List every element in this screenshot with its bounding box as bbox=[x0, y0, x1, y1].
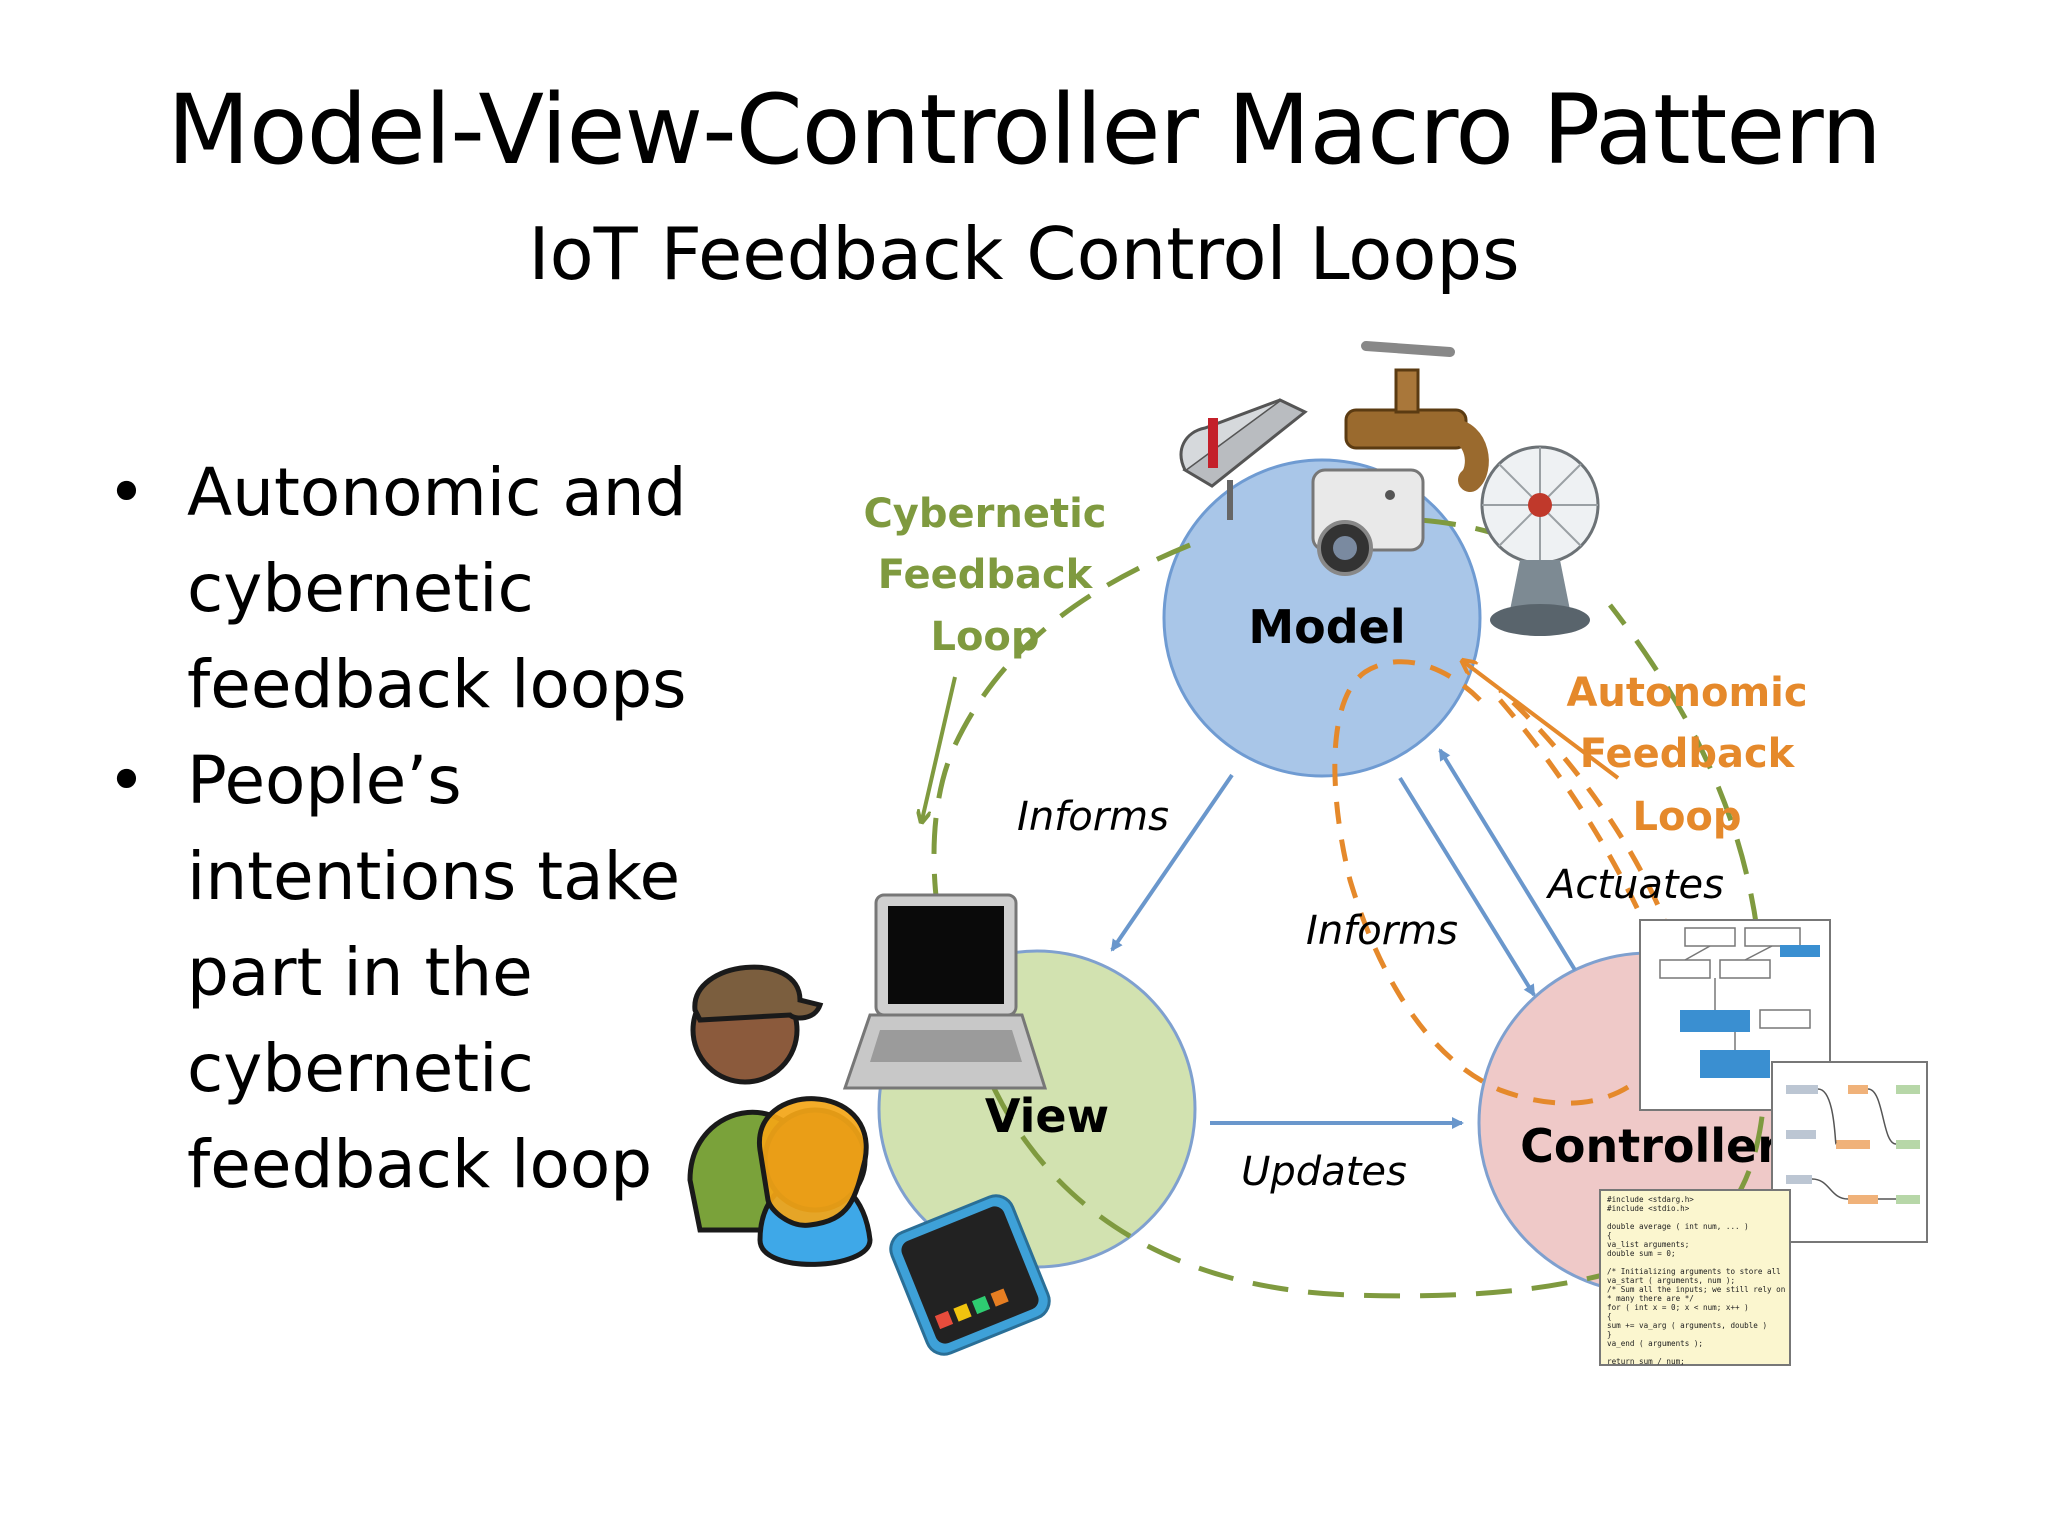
bullet-dot-icon: • bbox=[107, 742, 146, 819]
bullet-line: cybernetic bbox=[187, 1030, 534, 1107]
model-informs-controller-arrow bbox=[1398, 776, 1536, 997]
bullet-list: • Autonomic and cybernetic feedback loop… bbox=[105, 445, 725, 1213]
cybernetic-loop-label-line: Feedback bbox=[878, 552, 1094, 598]
code-line: } bbox=[1607, 1330, 1612, 1339]
cybernetic-loop-label-line: Cybernetic bbox=[863, 491, 1106, 537]
controller-actuates-model-arrow bbox=[1438, 748, 1577, 972]
autonomic-loop-label-line: Feedback bbox=[1580, 731, 1796, 777]
edge-label-actuates: Actuates bbox=[1545, 862, 1724, 908]
code-line: va_start ( arguments, num ); bbox=[1607, 1276, 1735, 1285]
edge-label-informs-view: Informs bbox=[1017, 794, 1169, 840]
bullet-line: part in the bbox=[187, 934, 533, 1011]
code-line: * many there are */ bbox=[1607, 1294, 1694, 1303]
autonomic-loop-label-line: Autonomic bbox=[1566, 670, 1807, 716]
mailbox-icon bbox=[1179, 398, 1308, 520]
bullet-line: Autonomic and bbox=[187, 454, 687, 531]
bullet-line: cybernetic bbox=[187, 550, 534, 627]
edge-label-updates: Updates bbox=[1241, 1149, 1407, 1195]
bullet-line: feedback loop bbox=[187, 1126, 653, 1203]
code-line: double sum = 0; bbox=[1607, 1249, 1676, 1258]
code-line: { bbox=[1607, 1312, 1612, 1321]
code-document-icon: #include <stdarg.h> #include <stdio.h> d… bbox=[1599, 1189, 1791, 1366]
slide-title: Model-View-Controller Macro Pattern bbox=[167, 74, 1882, 186]
code-line: { bbox=[1607, 1231, 1612, 1240]
code-line: sum += va_arg ( arguments, double ) bbox=[1607, 1321, 1767, 1330]
view-label: View bbox=[985, 1089, 1109, 1143]
autonomic-loop-label: Autonomic Feedback Loop bbox=[1566, 670, 1807, 840]
cybernetic-loop-label: Cybernetic Feedback Loop bbox=[863, 491, 1106, 660]
bullet-item-people: • People’s intentions take part in the c… bbox=[105, 733, 725, 1213]
bullet-line: intentions take bbox=[187, 838, 681, 915]
code-line: /* Initializing arguments to store all bbox=[1607, 1267, 1781, 1276]
bullet-dot-icon: • bbox=[107, 454, 146, 531]
node-graph-icon bbox=[1771, 1061, 1928, 1243]
code-line: for ( int x = 0; x < num; x++ ) bbox=[1607, 1303, 1749, 1312]
smartphone-icon bbox=[889, 1194, 1051, 1356]
code-line: return sum / num; bbox=[1607, 1357, 1685, 1366]
code-line: /* Sum all the inputs; we still rely on bbox=[1607, 1285, 1785, 1294]
code-line: double average ( int num, ... ) bbox=[1607, 1222, 1749, 1231]
code-line: #include <stdio.h> bbox=[1607, 1204, 1690, 1213]
security-camera-icon bbox=[1311, 468, 1425, 576]
bullet-line: People’s bbox=[187, 742, 462, 819]
desk-fan-icon bbox=[1480, 445, 1600, 636]
code-line: va_end ( arguments ); bbox=[1607, 1339, 1703, 1348]
bullet-line: feedback loops bbox=[187, 646, 687, 723]
code-line: va_list arguments; bbox=[1607, 1240, 1689, 1249]
people-icon bbox=[687, 964, 873, 1267]
code-line: #include <stdarg.h> bbox=[1607, 1195, 1694, 1204]
cybernetic-loop-label-line: Loop bbox=[930, 614, 1039, 660]
model-label: Model bbox=[1248, 600, 1405, 654]
cybernetic-loop-arrow bbox=[922, 676, 957, 820]
bullet-item-autonomic: • Autonomic and cybernetic feedback loop… bbox=[105, 445, 725, 733]
laptop-icon bbox=[842, 893, 1048, 1090]
slide-subtitle: IoT Feedback Control Loops bbox=[528, 212, 1520, 296]
model-informs-view-arrow bbox=[1110, 773, 1234, 952]
faucet-icon bbox=[1344, 341, 1489, 492]
autonomic-loop-arrow bbox=[1464, 662, 1620, 780]
autonomic-loop-label-line: Loop bbox=[1632, 794, 1741, 840]
controller-label: Controller bbox=[1520, 1119, 1780, 1173]
edge-label-informs-controller: Informs bbox=[1306, 908, 1458, 954]
